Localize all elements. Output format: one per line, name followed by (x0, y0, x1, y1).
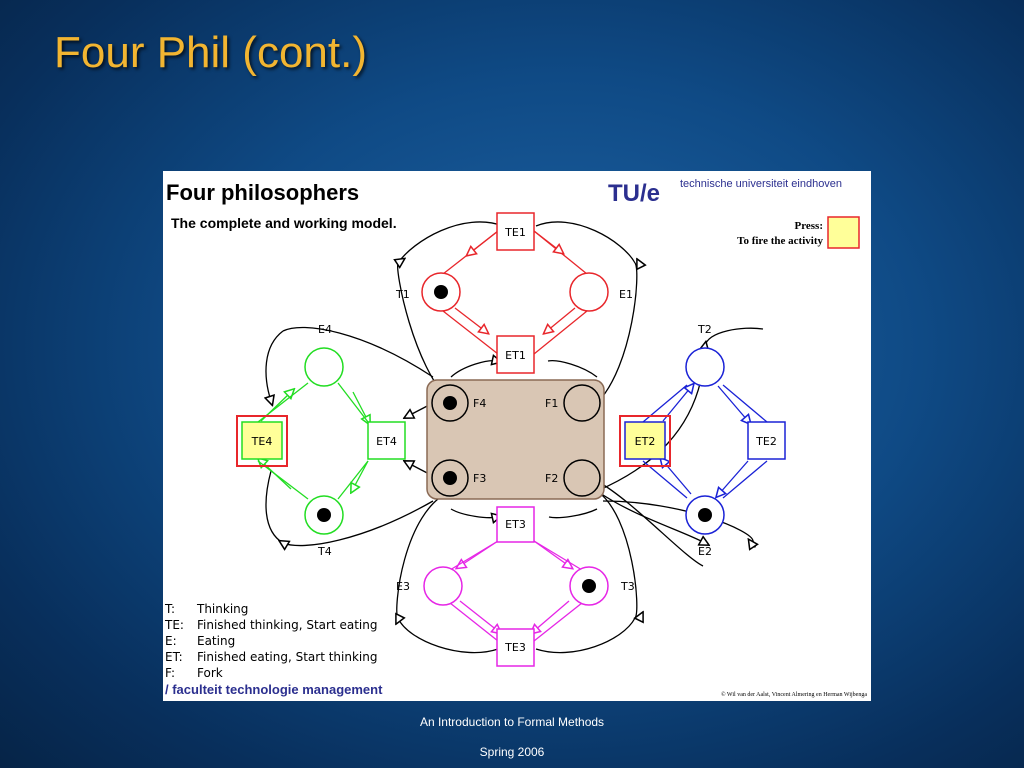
label-te1: TE1 (504, 226, 526, 239)
place-e3 (423, 566, 463, 606)
fork-token-f3 (443, 471, 457, 485)
label-t1: T1 (395, 288, 410, 301)
enabled-highlight-et2 (619, 415, 671, 467)
fork-place-f1 (563, 384, 601, 422)
place-e4 (304, 347, 344, 387)
philosopher-2-net: T2 E2 TE2 ET2 (619, 323, 786, 558)
tue-logo: TU/e (608, 180, 660, 207)
footer-term: Spring 2006 (479, 745, 545, 759)
label-f4: F4 (473, 397, 486, 410)
petri-net-diagram: Four philosophers The complete and worki… (164, 178, 867, 698)
fire-activity-label: To fire the activity (737, 235, 823, 247)
label-et4: ET4 (376, 435, 397, 448)
label-f1: F1 (545, 397, 558, 410)
label-te3: TE3 (504, 641, 526, 654)
fork-token-f4 (443, 396, 457, 410)
label-e4: E4 (318, 323, 332, 336)
philosopher-3-net: ET3 TE3 E3 T3 (396, 506, 635, 667)
label-te4: TE4 (251, 435, 273, 448)
fork-arcs (266, 221, 764, 654)
forks-area (426, 379, 605, 500)
label-e1: E1 (619, 288, 633, 301)
petri-net-figure: Four philosophers The complete and worki… (163, 171, 871, 701)
legend-text-te: Finished thinking, Start eating (197, 618, 378, 632)
enabled-transition-swatch (827, 216, 860, 249)
legend-key-t: T: (164, 602, 175, 616)
place-t2 (685, 347, 725, 387)
philosopher-4-net: E4 T4 ET4 TE4 (236, 323, 406, 558)
enabled-highlight-te4 (236, 415, 288, 467)
legend-key-et: ET: (165, 650, 183, 664)
label-te2: TE2 (755, 435, 777, 448)
legend-text-e: Eating (197, 634, 235, 648)
press-label: Press: (794, 220, 823, 232)
slide-title: Four Phil (cont.) (54, 28, 367, 77)
label-t3: T3 (620, 580, 635, 593)
place-e1 (569, 272, 609, 312)
legend-text-t: Thinking (196, 602, 248, 616)
faculty-label: / faculteit technologie management (165, 682, 383, 697)
token-e2 (698, 508, 712, 522)
university-name: technische universiteit eindhoven (680, 178, 842, 190)
label-et1: ET1 (505, 349, 526, 362)
transition-te3[interactable] (496, 628, 535, 667)
footer-course: An Introduction to Formal Methods (419, 715, 605, 729)
transition-et4[interactable] (367, 421, 406, 460)
legend-text-f: Fork (197, 666, 223, 680)
philosopher-1-net: TE1 ET1 T1 E1 (395, 212, 633, 374)
token-t3 (582, 579, 596, 593)
label-e3: E3 (396, 580, 410, 593)
figure-subheading: The complete and working model. (171, 215, 397, 231)
transition-et2[interactable] (624, 421, 666, 460)
transition-te1[interactable] (496, 212, 535, 251)
fork-place-f2 (563, 459, 601, 497)
legend-key-te: TE: (164, 618, 184, 632)
legend: T: Thinking TE: Finished thinking, Start… (164, 602, 378, 680)
token-t1 (434, 285, 448, 299)
label-t4: T4 (317, 545, 332, 558)
label-f3: F3 (473, 472, 486, 485)
label-f2: F2 (545, 472, 558, 485)
transition-te2[interactable] (747, 421, 786, 460)
label-e2: E2 (698, 545, 712, 558)
label-et3: ET3 (505, 518, 526, 531)
legend-key-f: F: (165, 666, 175, 680)
legend-key-e: E: (165, 634, 177, 648)
label-et2: ET2 (635, 435, 656, 448)
transition-et1[interactable] (496, 335, 535, 374)
figure-heading: Four philosophers (166, 180, 359, 205)
label-t2: T2 (697, 323, 712, 336)
token-t4 (317, 508, 331, 522)
copyright-note: © Wil van der Aalst, Vincent Almering en… (721, 691, 867, 698)
legend-text-et: Finished eating, Start thinking (197, 650, 378, 664)
transition-te4[interactable] (241, 421, 283, 460)
transition-et3[interactable] (496, 506, 535, 543)
